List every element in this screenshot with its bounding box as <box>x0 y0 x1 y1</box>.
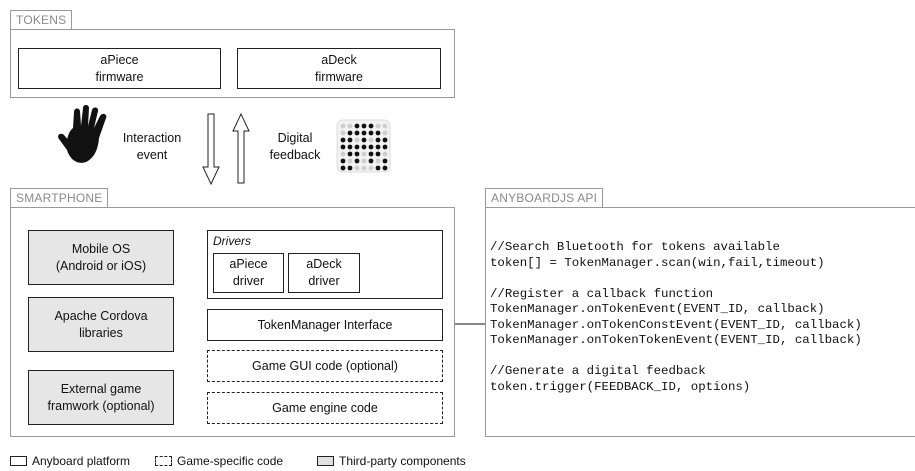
down-arrow <box>202 113 220 186</box>
interaction-event-line1: Interaction <box>122 131 182 145</box>
apiece-firmware-line1: aPiece <box>100 52 139 67</box>
adeck-firmware-box: aDeck firmware <box>237 48 441 89</box>
up-arrow <box>232 112 250 184</box>
api-code-line: //Generate a digital feedback <box>490 364 706 378</box>
api-code-blank <box>490 271 862 287</box>
cordova-line2: libraries <box>79 325 123 340</box>
api-code-line: //Register a callback function <box>490 286 714 301</box>
legend-dashed-swatch <box>155 456 172 466</box>
digital-feedback-line1: Digital <box>277 131 313 145</box>
adeck-driver-line1: aDeck <box>306 257 342 271</box>
apiece-driver-line2: driver <box>232 274 265 288</box>
tokens-title: TOKENS <box>10 10 73 29</box>
game-engine-label: Game engine code <box>272 400 378 415</box>
api-code-line: token[] = TokenManager.scan(win,fail,tim… <box>490 255 825 270</box>
api-title: ANYBOARDJS API <box>485 188 604 207</box>
drivers-label: Drivers <box>213 234 251 248</box>
api-frame <box>485 207 915 437</box>
external-game-line2: framwork (optional) <box>47 398 155 413</box>
mobile-os-box: Mobile OS (Android or iOS) <box>28 230 174 285</box>
apiece-driver-box: aPiece driver <box>213 253 284 293</box>
legend-anyboard-label: Anyboard platform <box>32 454 131 468</box>
game-gui-label: Game GUI code (optional) <box>252 358 398 373</box>
apiece-firmware-line2: firmware <box>95 69 144 84</box>
drivers-box <box>207 230 443 299</box>
apiece-firmware-box: aPiece firmware <box>18 48 221 89</box>
led-matrix-icon <box>336 119 391 173</box>
adeck-driver-box: aDeck driver <box>288 253 360 293</box>
token-manager-box: TokenManager Interface <box>207 309 443 341</box>
legend-third-party-label: Third-party components <box>339 454 466 468</box>
token-manager-label: TokenManager Interface <box>257 317 393 332</box>
legend-third-party: Third-party components <box>317 454 466 468</box>
api-code-blank <box>490 349 862 365</box>
digital-feedback-line2: feedback <box>269 148 321 162</box>
adeck-firmware-line2: firmware <box>315 69 363 84</box>
apiece-driver-line1: aPiece <box>229 257 268 271</box>
digital-feedback-label: Digital feedback <box>262 130 328 164</box>
external-game-box: External game framwork (optional) <box>28 370 174 425</box>
game-engine-box: Game engine code <box>207 392 443 424</box>
interaction-event-label: Interaction event <box>116 130 188 164</box>
interaction-event-line2: event <box>136 148 168 162</box>
adeck-driver-line2: driver <box>308 274 340 288</box>
legend-game-specific-label: Game-specific code <box>177 454 284 468</box>
adeck-firmware-line1: aDeck <box>321 52 357 67</box>
api-code-line: //Search Bluetooth for tokens available <box>490 240 780 254</box>
mobile-os-line2: (Android or iOS) <box>55 258 147 273</box>
legend-gray-swatch <box>317 456 334 466</box>
api-code-line: TokenManager.onTokenEvent(EVENT_ID, call… <box>490 302 825 316</box>
legend-anyboard: Anyboard platform <box>10 454 130 468</box>
api-code-line: token.trigger(FEEDBACK_ID, options) <box>490 379 751 394</box>
mobile-os-line1: Mobile OS <box>71 241 131 256</box>
external-game-line1: External game <box>60 381 142 396</box>
legend-game-specific: Game-specific code <box>155 454 283 468</box>
api-code-line: TokenManager.onTokenConstEvent(EVENT_ID,… <box>490 317 862 332</box>
game-gui-box: Game GUI code (optional) <box>207 350 443 382</box>
cordova-box: Apache Cordova libraries <box>28 297 174 352</box>
cordova-line1: Apache Cordova <box>54 308 148 323</box>
smartphone-title: SMARTPHONE <box>10 188 109 207</box>
api-code-line: TokenManager.onTokenTokenEvent(EVENT_ID,… <box>490 333 862 347</box>
hand-icon <box>58 105 107 163</box>
legend-solid-swatch <box>10 456 27 466</box>
